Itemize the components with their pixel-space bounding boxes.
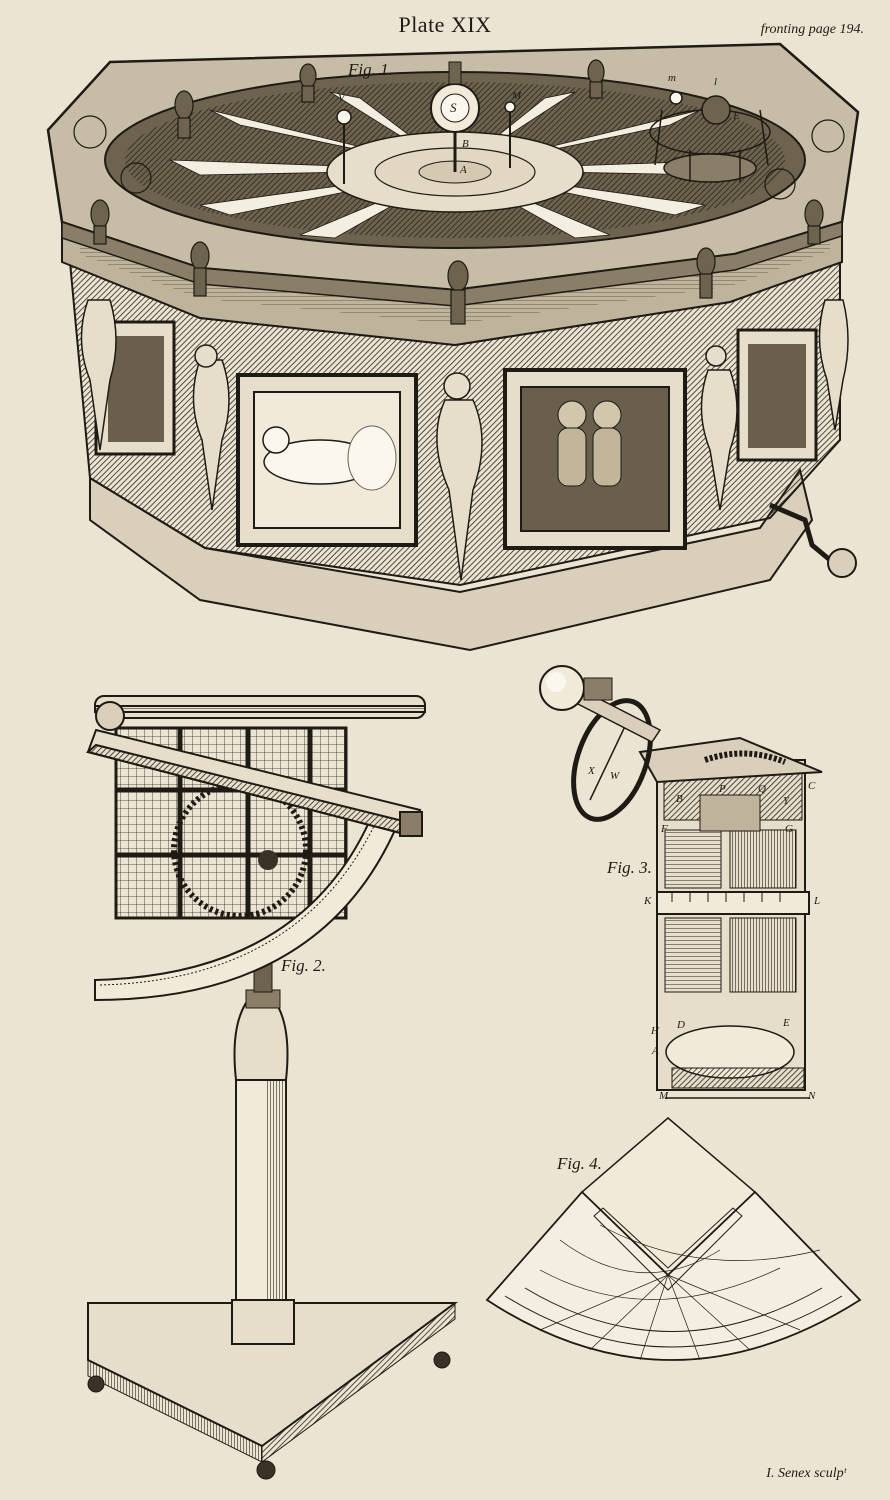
clock-scale-bar	[656, 891, 810, 915]
zodiac-medallions	[73, 115, 845, 200]
fig-4-label: Fig. 4.	[557, 1154, 602, 1173]
fig3-letter-y: Y	[783, 795, 790, 807]
orrery-figure	[46, 42, 860, 652]
clock-top-plate	[638, 736, 823, 784]
fig3-letter-a: A	[652, 1045, 659, 1057]
fig3-letter-w: W	[610, 770, 620, 782]
fig3-letter-l: L	[814, 895, 821, 907]
fig3-letter-e: E	[783, 1017, 790, 1029]
fig3-letter-b: B	[676, 793, 683, 805]
fig-1-label: Fig. 1.	[348, 60, 393, 79]
fig1-letter-m-small: m	[668, 72, 676, 84]
fig3-letter-k: K	[644, 895, 652, 907]
engraver-signature: I. Senex sculpᵗ	[766, 1466, 846, 1481]
clockwork-figure	[539, 665, 823, 1099]
earth-globe	[701, 95, 731, 125]
crank-handle	[769, 502, 857, 578]
moon-sphere	[669, 91, 683, 105]
quadrant-figure	[85, 695, 459, 1480]
plate-title: Plate XIX	[398, 12, 492, 37]
fronting-page-note: fronting page 194.	[760, 22, 864, 37]
fig-3-label: Fig. 3.	[607, 858, 652, 877]
fig3-letter-d: D	[677, 1019, 685, 1031]
venus-planet	[336, 109, 352, 125]
orrery-plinth	[89, 467, 814, 652]
fig1-letter-l: l	[714, 76, 718, 88]
fig3-letter-c: C	[808, 780, 816, 792]
sector-dial-figure	[485, 1117, 862, 1361]
fig3-letter-x: X	[588, 765, 595, 777]
fig3-letter-q: Q	[758, 783, 766, 795]
fig3-letter-h: H	[651, 1025, 659, 1037]
twins-relief	[557, 400, 587, 430]
caryatid-figures	[80, 299, 849, 581]
fig1-letter-m: M	[512, 90, 522, 102]
fig3-letter-g: G	[785, 823, 793, 835]
mercury-planet	[504, 101, 516, 113]
gear-wheel	[171, 781, 309, 919]
fig1-letter-b: B	[462, 138, 469, 150]
fig1-letter-s: S	[450, 100, 457, 115]
fig3-letter-m: M	[659, 1090, 669, 1102]
fig3-letter-p: P	[719, 783, 726, 795]
telescope-tubes	[85, 695, 426, 838]
fig1-letter-v: V	[338, 92, 345, 104]
dial-hoop	[571, 698, 653, 822]
fig1-letter-a: A	[460, 164, 467, 176]
railing-posts	[90, 59, 824, 325]
fig1-letter-e: E	[733, 110, 740, 122]
fig3-letter-n: N	[808, 1090, 816, 1102]
fig3-letter-f: F	[661, 823, 668, 835]
sector-fan	[485, 1190, 862, 1361]
fig-2-label: Fig. 2.	[281, 956, 326, 975]
